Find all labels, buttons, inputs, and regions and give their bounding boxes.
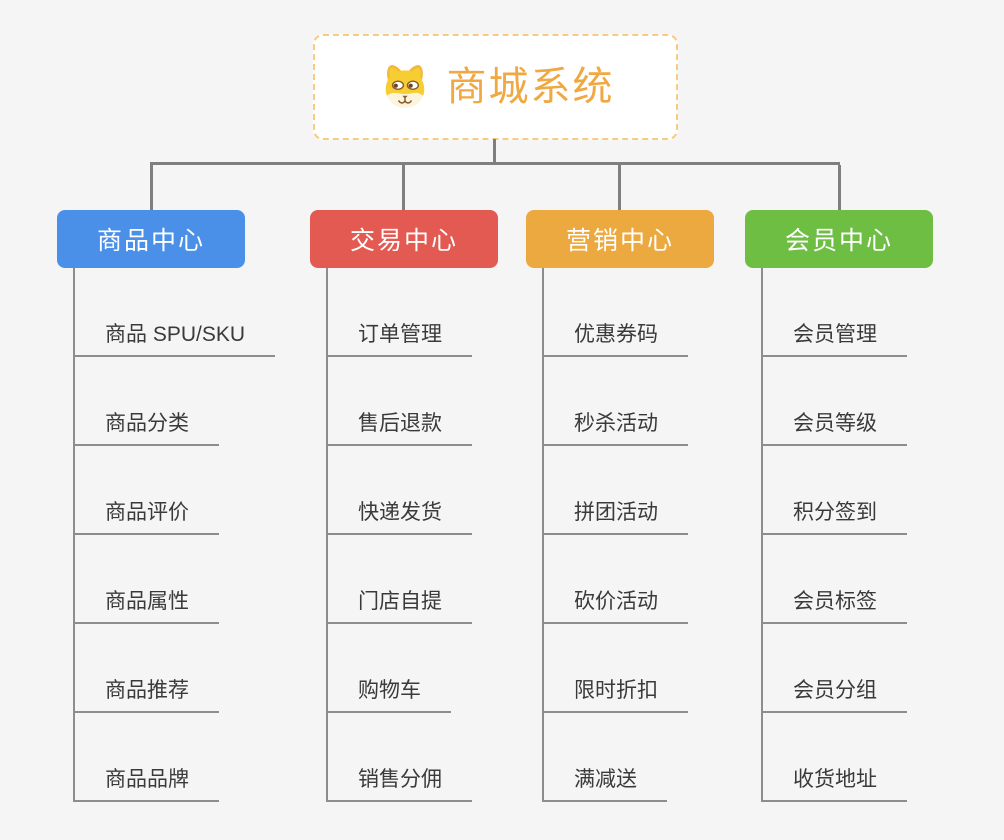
branch-header[interactable]: 商品中心 — [57, 210, 245, 268]
child-node[interactable]: 限时折扣 — [544, 624, 688, 713]
child-label: 拼团活动 — [574, 501, 658, 524]
branch-children: 优惠券码 秒杀活动 拼团活动 砍价活动 限时折扣 满减送 — [542, 268, 688, 802]
connector-drop-1 — [150, 165, 153, 211]
child-node[interactable]: 会员管理 — [763, 268, 907, 357]
child-node[interactable]: 满减送 — [544, 713, 667, 802]
child-node[interactable]: 商品 SPU/SKU — [75, 268, 276, 357]
connector-drop-3 — [618, 165, 621, 211]
child-label: 快递发货 — [358, 501, 442, 524]
child-label: 订单管理 — [358, 323, 442, 346]
child-node[interactable]: 商品品牌 — [75, 713, 219, 802]
branch-children: 会员管理 会员等级 积分签到 会员标签 会员分组 收货地址 — [761, 268, 907, 802]
child-node[interactable]: 门店自提 — [328, 535, 472, 624]
branch-label: 商品中心 — [96, 227, 205, 255]
root-title: 商城系统 — [446, 65, 615, 109]
child-label: 商品品牌 — [105, 768, 189, 791]
child-node[interactable]: 商品属性 — [75, 535, 219, 624]
child-label: 收货地址 — [793, 768, 877, 791]
branch-header[interactable]: 交易中心 — [310, 210, 498, 268]
child-label: 会员管理 — [793, 323, 877, 346]
child-label: 商品评价 — [105, 501, 189, 524]
child-label: 满减送 — [574, 768, 637, 791]
child-label: 积分签到 — [793, 501, 877, 524]
branches: 商品中心 商品 SPU/SKU 商品分类 商品评价 商品属性 商品推荐 商品品牌… — [0, 210, 1004, 840]
child-label: 门店自提 — [358, 590, 442, 613]
child-label: 会员分组 — [793, 679, 877, 702]
branch-column: 商品中心 商品 SPU/SKU 商品分类 商品评价 商品属性 商品推荐 商品品牌 — [57, 210, 276, 802]
child-node[interactable]: 商品推荐 — [75, 624, 219, 713]
root-node[interactable]: 商城系统 — [313, 34, 678, 140]
child-node[interactable]: 快递发货 — [328, 446, 472, 535]
branch-column: 会员中心 会员管理 会员等级 积分签到 会员标签 会员分组 收货地址 — [745, 210, 933, 802]
connector-root-drop — [493, 139, 496, 164]
child-label: 限时折扣 — [574, 679, 658, 702]
child-node[interactable]: 会员标签 — [763, 535, 907, 624]
child-label: 会员等级 — [793, 412, 877, 435]
branch-header[interactable]: 会员中心 — [745, 210, 933, 268]
child-label: 商品 SPU/SKU — [105, 323, 246, 346]
connector-bus — [150, 162, 840, 165]
child-label: 售后退款 — [358, 412, 442, 435]
child-node[interactable]: 收货地址 — [763, 713, 907, 802]
child-node[interactable]: 购物车 — [328, 624, 451, 713]
branch-column: 营销中心 优惠券码 秒杀活动 拼团活动 砍价活动 限时折扣 满减送 — [526, 210, 714, 802]
child-node[interactable]: 订单管理 — [328, 268, 472, 357]
child-node[interactable]: 积分签到 — [763, 446, 907, 535]
child-node[interactable]: 会员分组 — [763, 624, 907, 713]
branch-column: 交易中心 订单管理 售后退款 快递发货 门店自提 购物车 销售分佣 — [310, 210, 498, 802]
child-label: 优惠券码 — [574, 323, 658, 346]
child-node[interactable]: 售后退款 — [328, 357, 472, 446]
child-label: 商品属性 — [105, 590, 189, 613]
child-node[interactable]: 商品评价 — [75, 446, 219, 535]
dog-face-icon — [385, 65, 424, 108]
connector-drop-2 — [402, 165, 405, 211]
child-label: 商品分类 — [105, 412, 189, 435]
child-node[interactable]: 秒杀活动 — [544, 357, 688, 446]
connector-drop-4 — [838, 165, 841, 211]
child-label: 砍价活动 — [574, 590, 658, 613]
child-node[interactable]: 拼团活动 — [544, 446, 688, 535]
branch-children: 订单管理 售后退款 快递发货 门店自提 购物车 销售分佣 — [326, 268, 472, 802]
child-node[interactable]: 优惠券码 — [544, 268, 688, 357]
child-label: 会员标签 — [793, 590, 877, 613]
child-node[interactable]: 销售分佣 — [328, 713, 472, 802]
child-label: 商品推荐 — [105, 679, 189, 702]
child-label: 购物车 — [358, 679, 421, 702]
child-label: 秒杀活动 — [574, 412, 658, 435]
branch-label: 营销中心 — [565, 227, 674, 255]
branch-header[interactable]: 营销中心 — [526, 210, 714, 268]
branch-label: 会员中心 — [784, 227, 893, 255]
branch-label: 交易中心 — [349, 227, 458, 255]
child-node[interactable]: 会员等级 — [763, 357, 907, 446]
child-node[interactable]: 砍价活动 — [544, 535, 688, 624]
branch-children: 商品 SPU/SKU 商品分类 商品评价 商品属性 商品推荐 商品品牌 — [73, 268, 276, 802]
child-label: 销售分佣 — [358, 768, 442, 791]
child-node[interactable]: 商品分类 — [75, 357, 219, 446]
